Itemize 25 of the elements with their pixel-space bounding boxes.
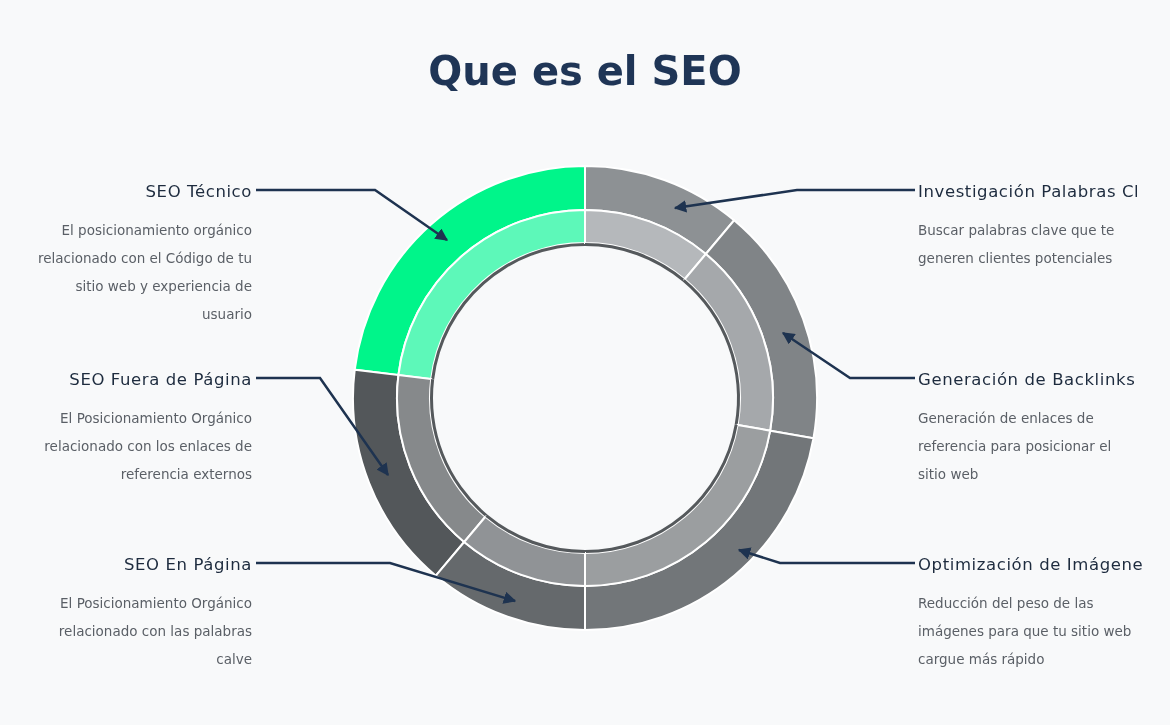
description-text: Generación de enlaces de referencia para posicionar el sitio web — [918, 409, 1113, 484]
arrow — [256, 376, 390, 476]
section-heading: SEO Fuera de Página — [68, 369, 252, 391]
section-heading: Investigación Palabras Cl — [918, 181, 1141, 203]
description-text: El posicionamiento orgánico relacionado con el Código de tu sitio web y experiencia de usuario — [37, 221, 252, 324]
donut-segment — [352, 368, 488, 577]
description-text: El Posicionamiento Orgánico relacionado con las palabras calve — [57, 594, 252, 669]
arrow — [673, 188, 915, 213]
arrow — [256, 188, 449, 242]
donut-segment — [682, 219, 818, 440]
section-heading: SEO En Página — [123, 554, 252, 576]
section-heading: Generación de Backlinks — [918, 369, 1137, 391]
donut-segment — [434, 514, 586, 631]
title: Que es el SEO — [427, 48, 743, 94]
donut-segment — [353, 165, 586, 381]
description-text: Reducción del peso de las imágenes para que tu sitio web cargue más rápido — [918, 594, 1133, 669]
section-heading: SEO Técnico — [144, 181, 252, 203]
arrow — [256, 561, 517, 604]
description-text: Buscar palabras clave que te generen clientes potenciales — [918, 221, 1116, 268]
donut-segment — [584, 423, 815, 631]
section-heading: Optimización de Imágene — [918, 554, 1145, 576]
donut-segment — [584, 165, 736, 282]
description-text: El Posicionamiento Orgánico relacionado con los enlaces de referencia externos — [43, 409, 252, 484]
arrow — [781, 331, 915, 380]
arrow — [737, 547, 915, 565]
